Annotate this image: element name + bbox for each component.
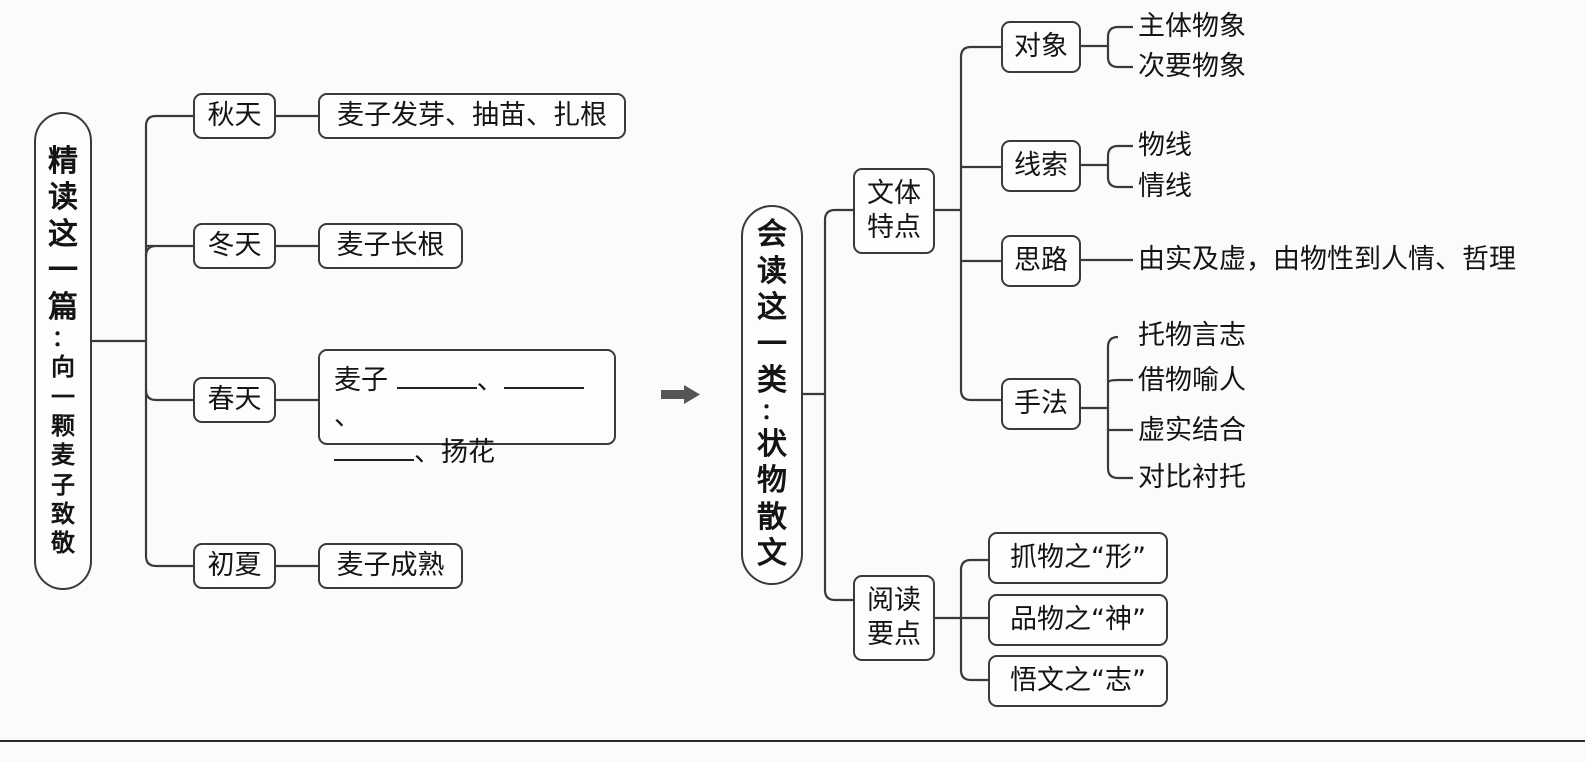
root-char: ： xyxy=(760,399,783,425)
root-char: 一 xyxy=(51,382,75,411)
root-char: 物 xyxy=(757,463,787,499)
root-char: 状 xyxy=(757,426,787,462)
root-char: 会 xyxy=(757,216,787,252)
root-char: 这 xyxy=(48,216,78,252)
reading-point-aspiration: 悟文之“志” xyxy=(988,655,1168,707)
object-leaf-secondary: 次要物象 xyxy=(1138,51,1246,82)
connector-clue-fork xyxy=(1081,144,1133,189)
spring-suffix: 、扬花 xyxy=(414,437,495,468)
connector-spring xyxy=(144,389,193,402)
object-node: 对象 xyxy=(1001,21,1081,73)
detail-node-spring: 麦子 、、 、扬花 xyxy=(318,349,616,468)
clue-leaf-emotion: 情线 xyxy=(1138,171,1192,202)
technique-leaf-1: 托物言志 xyxy=(1138,320,1246,351)
root-char: 读 xyxy=(757,253,787,289)
thought-leaf: 由实及虚，由物性到人情、哲理 xyxy=(1138,244,1516,275)
fill-blank-2[interactable] xyxy=(503,363,584,389)
root-char: 一 xyxy=(757,326,787,362)
detail-node-winter: 麦子长根 xyxy=(318,223,463,269)
reading-points-label-1: 阅读 xyxy=(867,585,921,617)
connector-object-fork xyxy=(1081,25,1133,69)
root-char: 篇 xyxy=(48,290,78,326)
technique-leaf-2: 借物喻人 xyxy=(1138,365,1246,396)
fill-blank-3[interactable] xyxy=(334,435,414,461)
reading-points-label-2: 要点 xyxy=(867,619,921,650)
spring-line-2: 、扬花 xyxy=(334,435,600,471)
genre-features-node: 文体 特点 xyxy=(853,168,935,254)
left-root-node: 精 读 这 一 篇 ： 向 一 颗 麦 子 致 敬 xyxy=(34,112,92,590)
technique-node: 手法 xyxy=(1001,378,1081,430)
root-char: 文 xyxy=(757,536,787,572)
spring-line-1: 麦子 、、 xyxy=(334,363,600,435)
root-char: 类 xyxy=(757,363,787,399)
season-node-winter: 冬天 xyxy=(193,223,276,269)
thought-node: 思路 xyxy=(1001,235,1081,287)
root-char: 致 xyxy=(51,499,75,528)
genre-features-label-2: 特点 xyxy=(867,212,921,243)
season-node-early-summer: 初夏 xyxy=(193,543,276,589)
clue-node: 线索 xyxy=(1001,140,1081,192)
season-node-spring: 春天 xyxy=(193,377,276,423)
spring-prefix: 麦子 xyxy=(334,365,388,396)
root-char: 一 xyxy=(48,253,78,289)
separator: 、 xyxy=(334,401,361,432)
technique-leaf-3: 虚实结合 xyxy=(1138,415,1246,446)
bottom-divider xyxy=(0,740,1585,742)
separator: 、 xyxy=(476,365,504,396)
root-char: 散 xyxy=(757,499,787,535)
detail-node-autumn: 麦子发芽、抽苗、扎根 xyxy=(318,93,626,139)
right-root-node: 会 读 这 一 类 ： 状 物 散 文 xyxy=(741,205,803,585)
connector-winter xyxy=(144,244,193,257)
root-char: 这 xyxy=(757,290,787,326)
detail-node-early-summer: 麦子成熟 xyxy=(318,543,463,589)
connector-left-trunk xyxy=(144,114,157,568)
connector-technique-fork xyxy=(1081,335,1133,480)
season-node-autumn: 秋天 xyxy=(193,93,276,139)
root-char: ： xyxy=(51,326,74,352)
clue-leaf-object: 物线 xyxy=(1138,130,1192,161)
connector-reading-trunk xyxy=(959,558,988,682)
root-char: 敬 xyxy=(51,529,75,558)
connector-right-trunk xyxy=(823,208,853,602)
technique-leaf-4: 对比衬托 xyxy=(1138,462,1246,493)
reading-points-node: 阅读 要点 xyxy=(853,575,935,661)
fill-blank-1[interactable] xyxy=(396,363,477,389)
root-char: 麦 xyxy=(51,441,75,470)
object-leaf-main: 主体物象 xyxy=(1138,11,1246,42)
root-char: 颗 xyxy=(51,412,75,440)
genre-features-label-1: 文体 xyxy=(867,178,921,210)
root-char: 精 xyxy=(48,143,78,179)
reading-point-form: 抓物之“形” xyxy=(988,532,1168,584)
right-arrow-icon xyxy=(661,385,700,404)
root-char: 子 xyxy=(51,470,75,499)
connector-genre-trunk xyxy=(959,45,972,402)
root-char: 向 xyxy=(51,353,75,382)
root-char: 读 xyxy=(48,180,78,216)
reading-point-spirit: 品物之“神” xyxy=(988,594,1168,646)
